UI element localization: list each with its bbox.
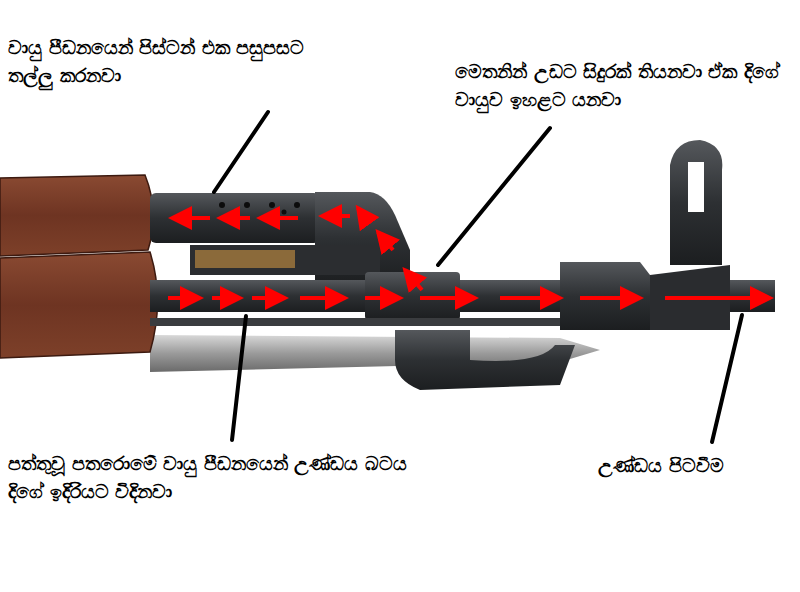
leader-lines: [214, 112, 742, 442]
front-sight-post: [670, 140, 722, 265]
front-sight-block: [560, 262, 650, 330]
bullet-propulsion-callout: පත්තුවූ පතරොමේ වායු පීඩනයෙන් උණ්ඩය බටය ද…: [8, 450, 408, 505]
piston-window: [190, 245, 380, 275]
gas-flow-arrows: [168, 208, 770, 298]
gas-port-callout: මෙතනින් උඩට සිදුරක් තියනවා ඒක දිගේ වායුව…: [455, 58, 785, 113]
bullet-exit-callout: උණ්ඩය පිටවීම: [598, 452, 724, 480]
lower-handguard: [0, 252, 158, 358]
gas-tube: [150, 193, 320, 243]
bayonet-lug: [395, 330, 575, 390]
piston: [195, 250, 295, 268]
upper-handguard: [0, 175, 153, 256]
sight-hole: [688, 162, 704, 212]
piston-callout: වායු පීඩනයෙන් පිස්ටන් එක පසුපසට තල්ලු කර…: [8, 34, 308, 89]
